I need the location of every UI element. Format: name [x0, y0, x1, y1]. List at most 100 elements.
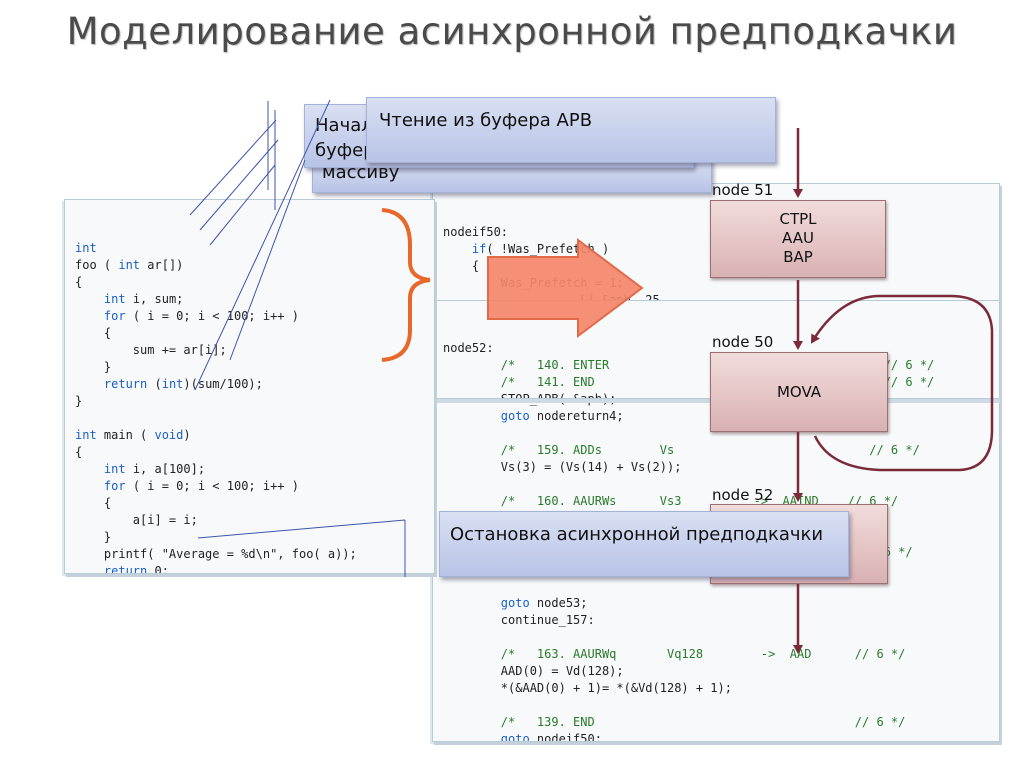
code-line: Vs(3) = (Vs(14) + Vs(2));	[443, 459, 999, 476]
code-line: nodeif50:	[443, 224, 999, 241]
code-token: /* 139. END // 6 */	[500, 715, 906, 729]
code-token: {	[75, 496, 112, 510]
code-token: 0;	[147, 564, 169, 574]
code-token: i, a[100];	[125, 462, 206, 476]
callout-apb-read-text: Чтение из буфера APB	[379, 110, 593, 131]
code-token: int	[75, 241, 97, 255]
code-token: goto	[500, 409, 530, 423]
code-token: for	[103, 309, 126, 323]
code-line: a[i] = i;	[75, 512, 434, 529]
code-token: ( !Was_Prefetch )	[486, 242, 610, 256]
code-line: node52:	[443, 340, 999, 357]
code-line: for ( i = 0; i < 100; i++ )	[75, 308, 434, 325]
code-token: return	[103, 564, 148, 574]
code-token: i, sum;	[125, 292, 184, 306]
node51-op: AAU	[782, 229, 814, 247]
code-token: ( i = 0; i < 100; i++ )	[125, 479, 299, 493]
code-line: for ( i = 0; i < 100; i++ )	[75, 478, 434, 495]
code-line: int	[75, 240, 434, 257]
code-line: int i, a[100];	[75, 461, 434, 478]
code-token: nodeif50:	[443, 225, 509, 239]
code-line: /* 163. AAURWq Vq128 -> AAD // 6 */	[443, 646, 999, 663]
code-token: }	[75, 530, 112, 544]
node52-label: node 52	[712, 486, 774, 504]
code-token: int	[103, 462, 126, 476]
code-line: {	[75, 495, 434, 512]
code-line: {	[75, 274, 434, 291]
code-token: goto	[500, 596, 530, 610]
pointer-lines	[189, 99, 406, 577]
code-token: {	[75, 275, 83, 289]
code-token: Vs(3) = (Vs(14) + Vs(2));	[443, 460, 682, 474]
code-token: ( i = 0; i < 100; i++ )	[125, 309, 299, 323]
code-token: }	[75, 394, 83, 408]
code-token: for	[103, 479, 126, 493]
brace-icon	[381, 208, 431, 362]
code-line: {	[75, 444, 434, 461]
code-token: int	[103, 292, 126, 306]
node50-label: node 50	[712, 333, 774, 351]
code-line: printf( "Average = %d\n", foo( a));	[75, 546, 434, 563]
code-token: node53;	[529, 596, 588, 610]
code-line: goto nodeif50;	[443, 731, 999, 742]
code-token: *(&AAD(0) + 1)= *(&Vd(128) + 1);	[443, 681, 732, 695]
code-line: }	[75, 529, 434, 546]
code-token: sum += ar[i];	[75, 343, 227, 357]
code-token: {	[443, 259, 480, 273]
node50-op: MOVA	[776, 383, 822, 401]
code-token: /* 163. AAURWq Vq128 -> AAD // 6 */	[500, 647, 906, 661]
code-line: AAD(0) = Vd(128);	[443, 663, 999, 680]
callout-stop-prefetch: Остановка асинхронной предподкачки	[439, 511, 849, 577]
code-line: int main ( void)	[75, 427, 434, 444]
callout-line: буфер	[315, 140, 375, 161]
code-token: AAD(0) = Vd(128);	[443, 664, 624, 678]
code-line: {	[75, 325, 434, 342]
code-token: nodereturn4;	[529, 409, 624, 423]
code-token: {	[75, 326, 112, 340]
code-line: /* 159. ADDs Vs // 6 */	[443, 442, 999, 459]
code-line: return 0;	[75, 563, 434, 574]
code-token: goto	[500, 732, 530, 742]
code-line: /* 141. END // 6 */	[443, 374, 999, 391]
flow-arrows	[793, 128, 994, 654]
code-token: /* 141. END // 6 */	[500, 375, 935, 389]
code-line: foo ( int ar[])	[75, 257, 434, 274]
callout-apb-read: Чтение из буфера APB	[366, 97, 776, 163]
right-arrow-icon	[487, 238, 644, 338]
code-token: printf( "Average = %d\n", foo( a));	[75, 547, 357, 561]
node51-op: CTPL	[779, 210, 817, 228]
code-token: int	[161, 377, 184, 391]
code-token: }	[75, 360, 112, 374]
code-token: ar[])	[140, 258, 184, 272]
code-token: node52:	[443, 341, 494, 355]
code-token: void	[154, 428, 184, 442]
code-token: /* 159. ADDs Vs // 6 */	[500, 443, 920, 457]
code-token: a[i] = i;	[75, 513, 198, 527]
code-token: return	[103, 377, 148, 391]
code-line: goto nodereturn4;	[443, 408, 999, 425]
code-token: )	[183, 428, 191, 442]
code-line: /* 139. END // 6 */	[443, 714, 999, 731]
code-token: (	[147, 377, 162, 391]
code-line: goto node53;	[443, 595, 999, 612]
code-token: int	[75, 428, 97, 442]
code-token: {	[75, 445, 83, 459]
code-line: }	[75, 393, 434, 410]
code-token: continue_157:	[443, 613, 595, 627]
code-line: return (int)(sum/100);	[75, 376, 434, 393]
code-line: {	[443, 258, 999, 275]
code-token: main (	[96, 428, 155, 442]
code-line: if( !Was_Prefetch )	[443, 241, 999, 258]
callout-stop-prefetch-text: Остановка асинхронной предподкачки	[450, 524, 824, 545]
code-line: continue_157:	[443, 612, 999, 629]
slide-title: Моделирование асинхронной предподкачки	[66, 10, 958, 53]
code-token: int	[118, 258, 141, 272]
code-token: nodeif50;	[529, 732, 602, 742]
node51-op: BAP	[783, 248, 813, 266]
code-token: foo (	[75, 258, 119, 272]
code-line: *(&AAD(0) + 1)= *(&Vd(128) + 1);	[443, 680, 999, 697]
code-line: sum += ar[i];	[75, 342, 434, 359]
